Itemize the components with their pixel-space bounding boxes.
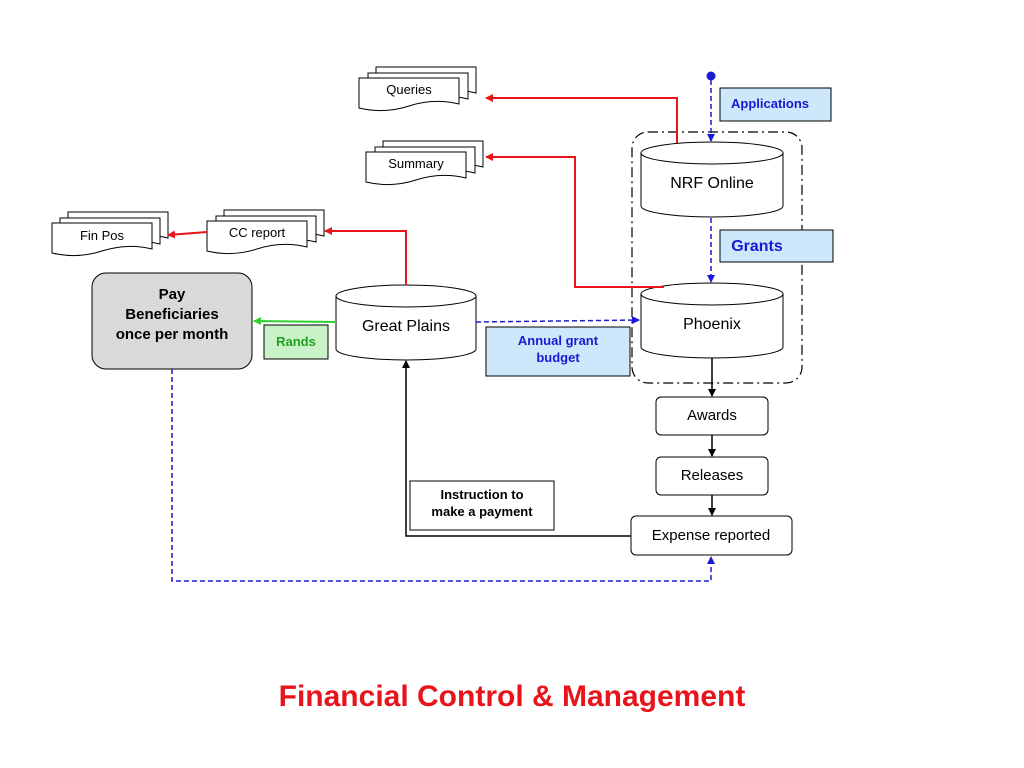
pay-label-line3: once per month [116,326,229,343]
releases-box: Releases [655,456,769,496]
fin-pos-document: Fin Pos [51,211,169,257]
awards-box: Awards [655,396,769,436]
pay-label-line2: Beneficiaries [125,306,218,323]
nrf-online-database: NRF Online [640,141,784,218]
pay-label-line1: Pay [159,286,186,303]
great-plains-database: Great Plains [335,284,477,361]
expense-to-greatplains-arrow [402,360,631,537]
ccreport-to-finpos-arrow [167,230,208,239]
expense-reported-box: Expense reported [630,515,793,556]
rands-text: Rands [276,334,316,349]
instruction-payment-box: Instruction to make a payment [409,480,555,531]
nrf-online-label: NRF Online [670,175,754,192]
expense-reported-label: Expense reported [652,527,770,544]
phoenix-to-summary-arrow [485,153,664,288]
instruction-text-line1: Instruction to [440,487,523,502]
instruction-text-line2: make a payment [431,504,533,519]
annual-grant-text-line1: Annual grant [518,333,599,348]
queries-label: Queries [386,82,432,97]
summary-label: Summary [388,156,444,171]
greatplains-to-pay-arrow [253,317,337,326]
slide-title: Financial Control & Management [278,680,746,713]
grants-text: Grants [731,238,783,255]
great-plains-label: Great Plains [362,318,450,335]
rands-label-box: Rands [263,324,329,360]
cc-report-document: CC report [206,209,325,255]
queries-document: Queries [358,66,477,112]
system-group-outline [631,131,803,384]
greatplains-to-phoenix-arrow [475,316,640,325]
grants-label-box: Grants [719,229,834,263]
releases-label: Releases [681,467,744,484]
applications-start-dot [706,71,716,81]
pay-beneficiaries-box: Pay Beneficiaries once per month [91,272,253,370]
phoenix-database: Phoenix [640,282,784,359]
nrf-to-queries-arrow [485,94,678,143]
applications-label-box: Applications [719,87,832,122]
annual-grant-text-line2: budget [536,350,580,365]
cc-report-label: CC report [229,225,286,240]
greatplains-to-ccreport-arrow [324,227,407,285]
phoenix-label: Phoenix [683,316,741,333]
summary-document: Summary [365,140,484,186]
annual-grant-budget-box: Annual grant budget [485,326,631,377]
fin-pos-label: Fin Pos [80,228,125,243]
pay-to-expense-arrow [171,369,715,582]
awards-label: Awards [687,407,737,424]
applications-text: Applications [731,96,809,111]
